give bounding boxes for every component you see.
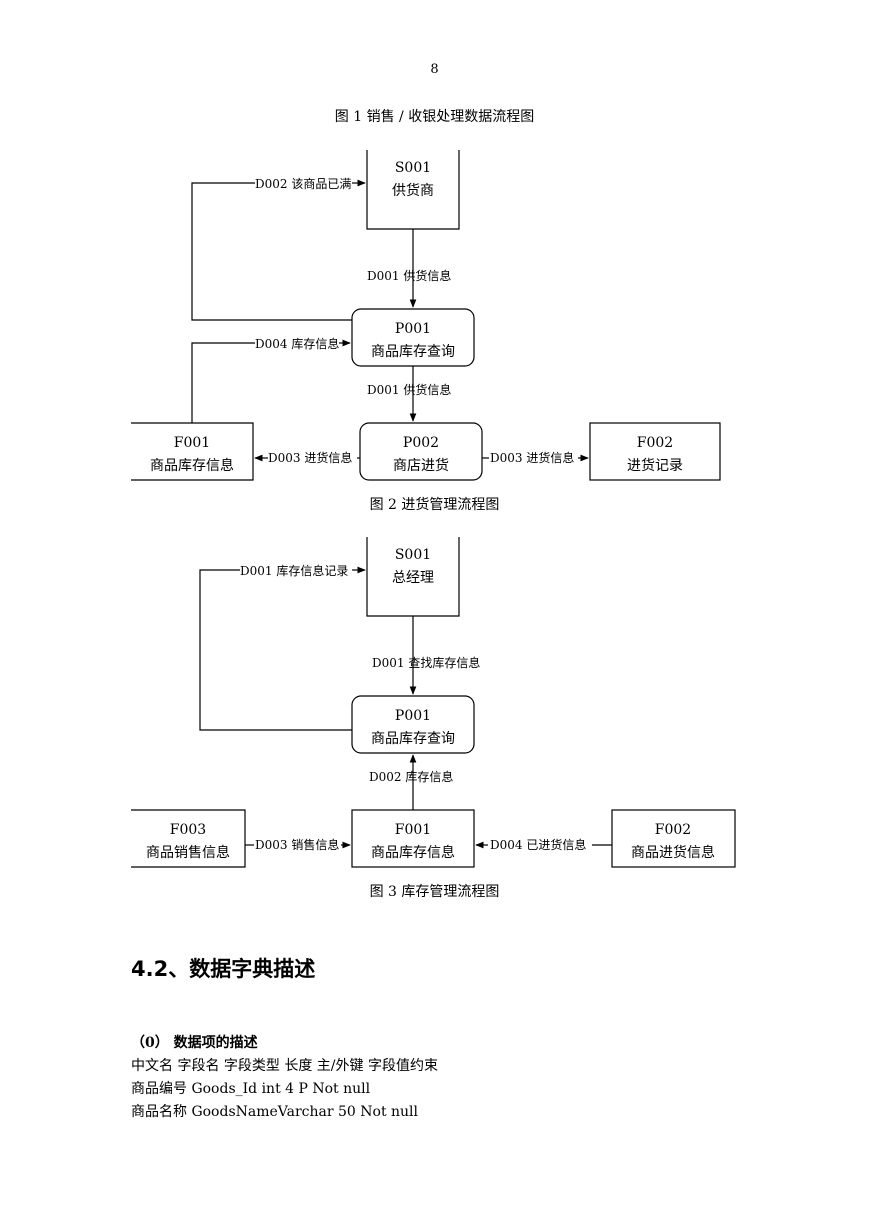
fig3-p001-box	[351, 695, 475, 754]
figure-2-flow-labels: D002 该商品已满 D001 供货信息 D004 库存信息 D001 供货信息…	[255, 176, 574, 465]
fig3-p001-name: 商品库存查询	[371, 731, 455, 747]
figure-2-labels: S001 供货商 P001 商品库存查询 P002 商店进货 F001 商品库存…	[150, 160, 683, 474]
figure-3	[131, 537, 736, 868]
fig2-f002-name: 进货记录	[627, 457, 683, 474]
fig3-f003-name: 商品销售信息	[146, 844, 230, 861]
fig2-flow-d002: D002 该商品已满	[255, 176, 351, 191]
fig2-s001-id: S001	[395, 160, 431, 176]
fig2-p002-name: 商店进货	[393, 457, 449, 474]
fig3-f001-id: F001	[395, 822, 431, 838]
page-number: 8	[430, 62, 439, 77]
fig3-flow-d002: D002 库存信息	[369, 769, 453, 784]
figure-1-caption: 图 1 销售 / 收银处理数据流程图	[334, 109, 535, 125]
data-item-subheading: （0） 数据项的描述	[131, 1035, 258, 1051]
fig2-flow-d004: D004 库存信息	[255, 336, 339, 351]
fig3-f002-name: 商品进货信息	[631, 844, 715, 861]
fig2-loop-d004	[191, 342, 255, 423]
fig2-p002-box	[359, 422, 483, 481]
fig3-p001-id: P001	[395, 708, 431, 724]
section-heading: 4.2、数据字典描述	[131, 957, 316, 981]
figure-3-flow-labels: D001 库存信息记录 D001 查找库存信息 D002 库存信息 D003 销…	[240, 563, 586, 852]
fig2-flow-d001-b: D001 供货信息	[367, 382, 451, 397]
fig2-p001-name: 商品库存查询	[371, 344, 455, 360]
fig2-flow-d003-right: D003 进货信息	[490, 450, 574, 465]
fig3-flow-d001-rec: D001 库存信息记录	[240, 563, 348, 578]
fig2-f002-id: F002	[637, 435, 673, 451]
figure-3-labels: S001 总经理 P001 商品库存查询 F003 商品销售信息 F001 商品…	[146, 547, 715, 861]
fig2-loop-d002	[191, 182, 352, 321]
fig3-flow-d003: D003 销售信息	[255, 837, 339, 852]
fig3-f002-id: F002	[655, 822, 691, 838]
fig3-s001-name: 总经理	[392, 570, 434, 586]
fig2-f001-name: 商品库存信息	[150, 457, 234, 474]
fig2-s001-name: 供货商	[392, 182, 434, 199]
fig2-flow-d003-left: D003 进货信息	[268, 450, 352, 465]
table-header-line: 中文名 字段名 字段类型 长度 主/外键 字段值约束	[131, 1058, 438, 1074]
fig2-p001-id: P001	[395, 321, 431, 337]
figure-3-caption: 图 3 库存管理流程图	[369, 884, 500, 900]
fig3-flow-d004: D004 已进货信息	[490, 837, 586, 852]
fig3-f001-name: 商品库存信息	[371, 844, 455, 861]
fig2-flow-d001-a: D001 供货信息	[367, 268, 451, 283]
figure-2-caption: 图 2 进货管理流程图	[369, 497, 500, 513]
fig2-p002-id: P002	[403, 435, 439, 451]
fig2-f001-id: F001	[174, 435, 210, 451]
fig3-f003-box	[131, 809, 246, 868]
fig3-f003-id: F003	[170, 822, 206, 838]
fig3-s001-id: S001	[395, 547, 431, 563]
fig3-flow-d001-query: D001 查找库存信息	[372, 655, 480, 670]
table-row: 商品编号 Goods_Id int 4 P Not null	[131, 1081, 371, 1097]
fig2-f002-box	[589, 422, 721, 481]
fig3-loop-d001	[199, 569, 352, 731]
fig3-f002-box	[611, 809, 736, 868]
table-row: 商品名称 GoodsNameVarchar 50 Not null	[131, 1104, 419, 1120]
figure-2	[131, 150, 721, 481]
